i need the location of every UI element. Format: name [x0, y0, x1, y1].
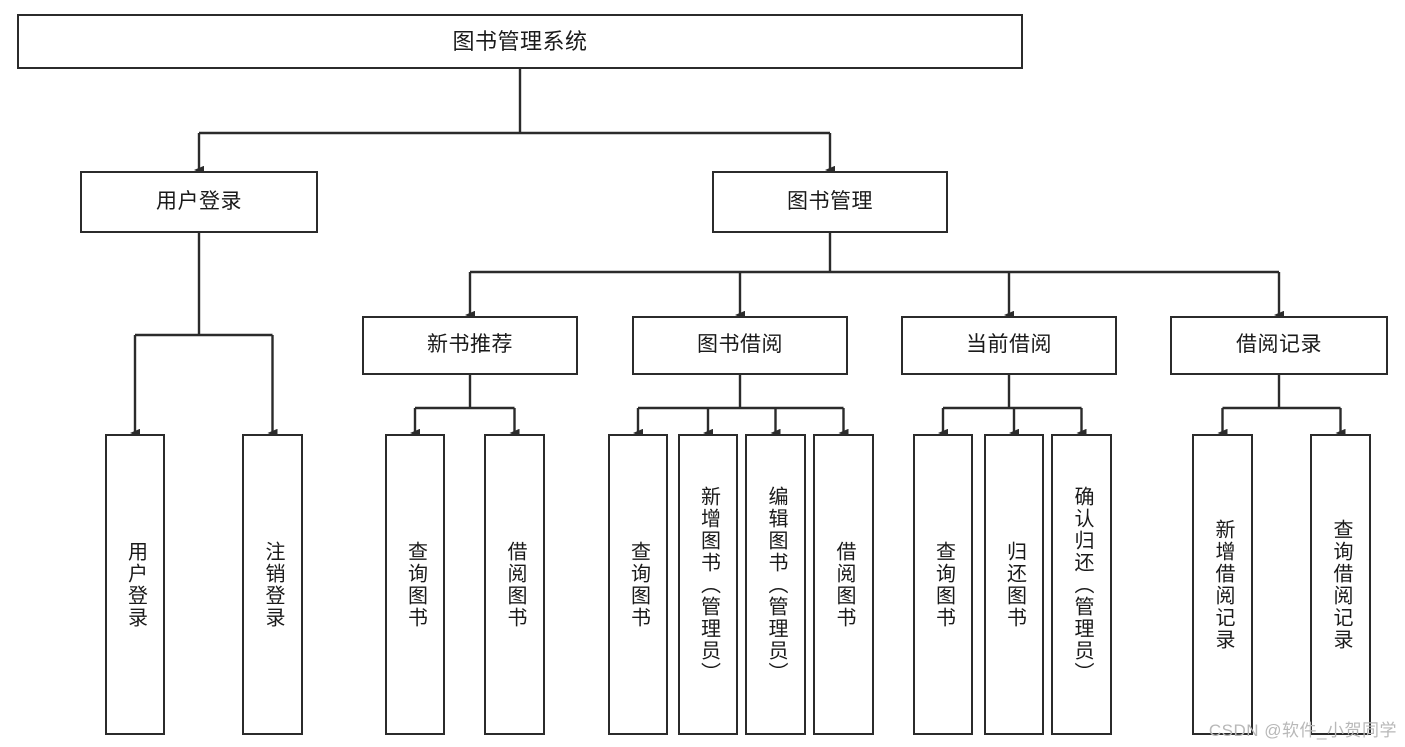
node-l-bw-add[interactable]: 新增图书（管理员）	[678, 434, 738, 735]
node-label-l-bw-add: 新增图书（管理员）	[697, 485, 720, 684]
node-l-rc-add[interactable]: 新增借阅记录	[1192, 434, 1253, 735]
node-l-logout[interactable]: 注销登录	[242, 434, 303, 735]
node-label-l-rc-query: 查询借阅记录	[1330, 518, 1352, 651]
node-borrow[interactable]: 图书借阅	[632, 316, 848, 375]
node-newbook[interactable]: 新书推荐	[362, 316, 578, 375]
node-label-borrow: 图书借阅	[697, 333, 783, 357]
node-l-cu-return[interactable]: 归还图书	[984, 434, 1044, 735]
node-l-bw-lend[interactable]: 借阅图书	[813, 434, 874, 735]
watermark-text: CSDN @软件_小贺同学	[1208, 721, 1397, 740]
node-login[interactable]: 用户登录	[80, 171, 318, 233]
node-current[interactable]: 当前借阅	[901, 316, 1117, 375]
node-label-root: 图书管理系统	[452, 28, 588, 54]
node-label-current: 当前借阅	[966, 333, 1052, 357]
node-label-l-bw-query: 查询图书	[627, 540, 650, 629]
node-label-l-cu-confirm: 确认归还（管理员）	[1071, 485, 1093, 684]
node-l-rc-query[interactable]: 查询借阅记录	[1310, 434, 1371, 735]
node-l-bw-query[interactable]: 查询图书	[608, 434, 668, 735]
node-l-cu-query[interactable]: 查询图书	[913, 434, 973, 735]
node-label-l-nb-query: 查询图书	[404, 540, 427, 629]
node-label-l-bw-lend: 借阅图书	[833, 540, 855, 629]
node-l-bw-edit[interactable]: 编辑图书（管理员）	[745, 434, 806, 735]
node-label-l-logout: 注销登录	[262, 540, 284, 629]
node-l-nb-query[interactable]: 查询图书	[385, 434, 445, 735]
node-label-records: 借阅记录	[1236, 333, 1322, 357]
node-l-cu-confirm[interactable]: 确认归还（管理员）	[1051, 434, 1112, 735]
node-label-l-rc-add: 新增借阅记录	[1212, 518, 1234, 651]
node-records[interactable]: 借阅记录	[1170, 316, 1388, 375]
node-label-newbook: 新书推荐	[427, 333, 513, 357]
node-label-l-cu-query: 查询图书	[932, 540, 955, 629]
node-label-l-nb-borrow: 借阅图书	[504, 540, 526, 629]
node-label-l-bw-edit: 编辑图书（管理员）	[765, 485, 787, 684]
node-label-bookmgmt: 图书管理	[787, 189, 873, 213]
node-bookmgmt[interactable]: 图书管理	[712, 171, 948, 233]
node-label-l-login: 用户登录	[124, 540, 147, 629]
node-label-l-cu-return: 归还图书	[1003, 540, 1026, 629]
node-root[interactable]: 图书管理系统	[17, 14, 1023, 69]
node-l-nb-borrow[interactable]: 借阅图书	[484, 434, 545, 735]
node-label-login: 用户登录	[156, 189, 242, 213]
node-l-login[interactable]: 用户登录	[105, 434, 165, 735]
